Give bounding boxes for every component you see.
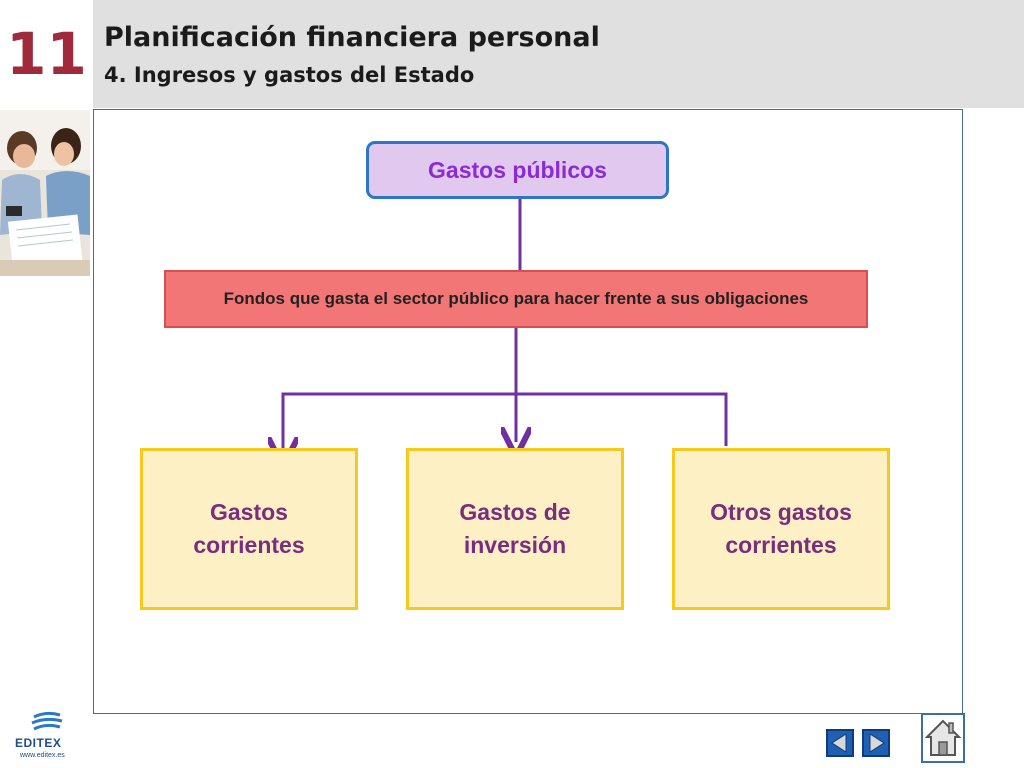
- house-icon: [924, 719, 962, 756]
- home-button[interactable]: [921, 713, 965, 763]
- next-slide-button[interactable]: [862, 729, 890, 757]
- leaf-node-gastos-inversion: Gastos de inversión: [406, 448, 624, 610]
- header-band: [93, 0, 1024, 108]
- triangle-left-icon: [831, 733, 847, 753]
- page-title: Planificación financiera personal: [104, 22, 600, 53]
- content-panel: [93, 109, 963, 714]
- leaf-node-otros-gastos: Otros gastos corrientes: [672, 448, 890, 610]
- logo-url: www.editex.es: [20, 752, 65, 759]
- chapter-number: 11: [6, 20, 87, 88]
- logo-text: EDITEX: [15, 736, 62, 750]
- leaf-node-gastos-corrientes: Gastos corrientes: [140, 448, 358, 610]
- definition-node: Fondos que gasta el sector público para …: [164, 270, 868, 328]
- header-photo: [0, 110, 90, 276]
- triangle-right-icon: [869, 733, 885, 753]
- previous-slide-button[interactable]: [826, 729, 854, 757]
- root-node: Gastos públicos: [366, 141, 669, 199]
- page-subtitle: 4. Ingresos y gastos del Estado: [104, 63, 475, 87]
- editex-logo: [14, 711, 78, 761]
